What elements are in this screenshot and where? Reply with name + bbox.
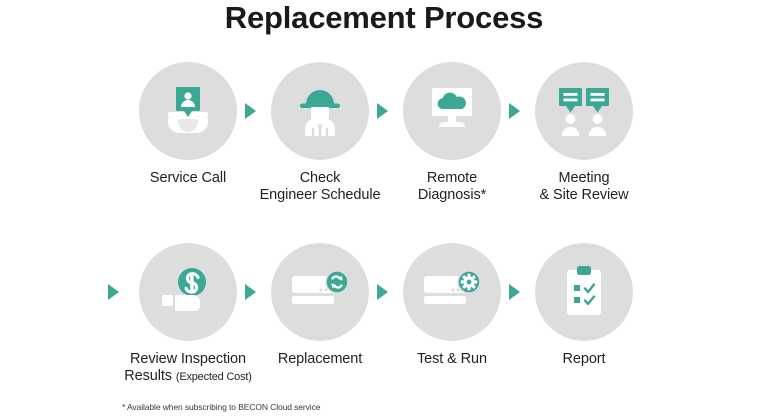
step-sublabel: (Expected Cost): [175, 371, 252, 383]
arrow-right-icon: [509, 103, 520, 119]
ac-unit-gear-icon: [424, 270, 481, 304]
step-circle: [535, 62, 633, 160]
step-circle: [139, 62, 237, 160]
step-circle: [403, 243, 501, 341]
step-label-main: Review Inspection Results: [124, 351, 246, 384]
meeting-people-icon: [559, 88, 609, 136]
arrow-right-icon: [377, 284, 388, 300]
engineer-hardhat-icon: [300, 90, 340, 136]
service-call-icon: [168, 87, 208, 133]
step-label: Check Engineer Schedule: [259, 170, 381, 203]
step-circle: [139, 243, 237, 341]
clipboard-check-icon: [567, 266, 601, 315]
step-meeting-site-review[interactable]: Meeting & Site Review: [518, 62, 650, 204]
flow-row-1: Service Call: [0, 62, 768, 232]
arrow-right-icon: [509, 284, 520, 300]
step-service-call[interactable]: Service Call: [122, 62, 254, 187]
cloud-monitor-icon: [432, 88, 472, 127]
footnote: * Available when subscribing to BECON Cl…: [122, 402, 321, 412]
step-label: Remote Diagnosis*: [417, 170, 487, 203]
flow-row-2: Review Inspection Results (Expected Cost…: [0, 243, 768, 413]
arrow-right-icon: [108, 284, 119, 300]
step-circle: [271, 62, 369, 160]
step-replacement[interactable]: Replacement: [254, 243, 386, 368]
step-label: Meeting & Site Review: [539, 170, 629, 203]
arrow-right-icon: [245, 103, 256, 119]
ac-unit-replace-icon: [292, 270, 349, 304]
step-circle: [535, 243, 633, 341]
arrow-right-icon: [377, 103, 388, 119]
hand-coin-icon: [162, 268, 206, 311]
step-test-and-run[interactable]: Test & Run: [386, 243, 518, 368]
step-remote-diagnosis[interactable]: Remote Diagnosis*: [386, 62, 518, 204]
step-label: Report: [562, 351, 606, 367]
step-label: Review Inspection Results (Expected Cost…: [122, 351, 254, 386]
arrow-right-icon: [245, 284, 256, 300]
step-label: Test & Run: [417, 351, 487, 367]
step-circle: [271, 243, 369, 341]
step-label: Replacement: [277, 351, 363, 367]
page-title: Replacement Process: [224, 0, 544, 35]
step-check-engineer-schedule[interactable]: Check Engineer Schedule: [254, 62, 386, 204]
step-circle: [403, 62, 501, 160]
step-review-inspection-results[interactable]: Review Inspection Results (Expected Cost…: [122, 243, 254, 386]
step-report[interactable]: Report: [518, 243, 650, 368]
step-label: Service Call: [149, 170, 227, 186]
